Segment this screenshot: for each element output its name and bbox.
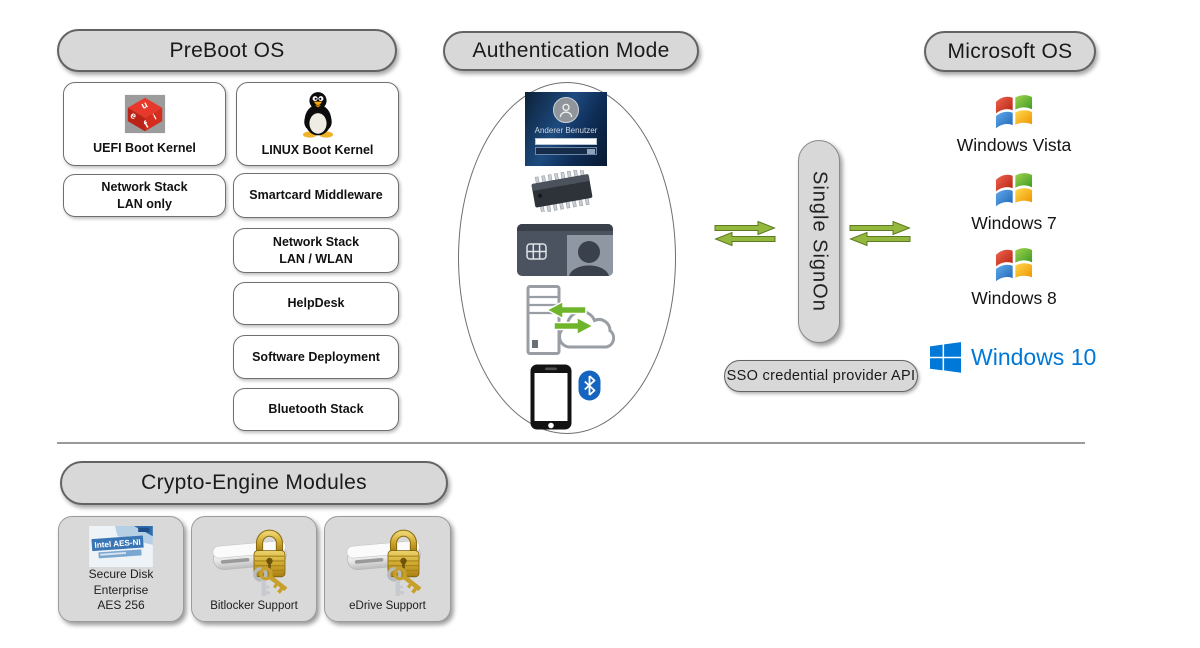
crypto-engine-title: Crypto-Engine Modules [141, 471, 367, 494]
svg-text:f: f [141, 118, 150, 130]
intel-aes-ni-text: Intel AES-NI [94, 538, 141, 550]
authentication-mode-header: Authentication Mode [443, 31, 699, 71]
authentication-methods-ellipse: Anderer Benutzer [458, 82, 676, 434]
edrive-support-box: eDrive Support [324, 516, 451, 622]
login-username-field [535, 138, 597, 145]
uefi-boot-kernel-label: UEFI Boot Kernel [93, 140, 196, 155]
network-stack-lan-only-box: Network Stack LAN only [63, 174, 226, 217]
login-password-field [535, 147, 597, 155]
sso-credential-api-pill: SSO credential provider API [724, 360, 918, 392]
windows-login-screen-image: Anderer Benutzer [525, 92, 607, 166]
windows-flag-icon [995, 248, 1033, 282]
windows-flag-icon [995, 95, 1033, 129]
windows-flag-icon [995, 173, 1033, 207]
smartcard-icon [517, 224, 613, 276]
secure-disk-enterprise-label: Secure Disk Enterprise AES 256 [88, 567, 154, 613]
microsoft-os-title: Microsoft OS [947, 39, 1073, 63]
edrive-support-label: eDrive Support [349, 600, 426, 613]
bitlocker-support-box: Bitlocker Support [191, 516, 317, 622]
software-deployment-label: Software Deployment [252, 349, 380, 364]
single-signon-label: Single SignOn [808, 171, 831, 312]
disk-padlock-icon [346, 529, 421, 596]
network-stack-lan-only-label: Network Stack LAN only [101, 179, 188, 211]
crypto-engine-header: Crypto-Engine Modules [60, 461, 448, 505]
network-stack-lan-wlan-label: Network Stack LAN / WLAN [272, 234, 360, 266]
sso-right-arrows-icon [849, 220, 911, 247]
windows-10-flag-icon [930, 342, 961, 373]
preboot-os-title: PreBoot OS [169, 38, 285, 62]
sso-credential-api-label: SSO credential provider API [726, 368, 916, 384]
svg-text:e: e [128, 110, 138, 122]
login-submit-button [587, 149, 595, 154]
smartcard-middleware-label: Smartcard Middleware [249, 188, 383, 203]
svg-text:i: i [151, 111, 158, 121]
bitlocker-support-label: Bitlocker Support [210, 600, 298, 613]
intel-aes-ni-image: Intel AES-NI [89, 526, 153, 568]
single-signon-pill: Single SignOn [798, 140, 840, 343]
tux-penguin-icon [302, 91, 333, 138]
windows-vista-label: Windows Vista [956, 135, 1072, 155]
linux-boot-kernel-label: LINUX Boot Kernel [261, 142, 374, 157]
windows-7-block: Windows 7 [932, 168, 1096, 234]
windows-10-label: Windows 10 [971, 344, 1097, 370]
bluetooth-icon [578, 370, 601, 401]
network-stack-lan-wlan-box: Network Stack LAN / WLAN [233, 228, 399, 273]
windows-10-block: Windows 10 [930, 342, 1096, 373]
uefi-logo-icon: u e f i [124, 94, 165, 133]
software-deployment-box: Software Deployment [233, 335, 399, 379]
linux-boot-kernel-box: LINUX Boot Kernel [236, 82, 399, 166]
tpm-chip-icon [531, 170, 593, 212]
network-cloud-sync-icon [526, 285, 616, 355]
preboot-os-header: PreBoot OS [57, 29, 397, 72]
windows-7-label: Windows 7 [971, 213, 1057, 233]
helpdesk-label: HelpDesk [287, 296, 345, 311]
smartcard-middleware-box: Smartcard Middleware [233, 173, 399, 218]
uefi-boot-kernel-box: u e f i UEFI Boot Kernel [63, 82, 226, 166]
sso-left-arrows-icon [714, 220, 776, 247]
bluetooth-stack-label: Bluetooth Stack [268, 402, 364, 417]
bluetooth-stack-box: Bluetooth Stack [233, 388, 399, 431]
disk-padlock-icon [212, 529, 288, 596]
secure-disk-enterprise-box: Intel AES-NI Secure Disk Enterprise AES … [58, 516, 184, 622]
authentication-mode-title: Authentication Mode [472, 39, 670, 62]
windows-8-label: Windows 8 [971, 288, 1057, 308]
windows-vista-block: Windows Vista [932, 90, 1096, 156]
windows-8-block: Windows 8 [932, 243, 1096, 309]
svg-text:u: u [139, 99, 149, 112]
smartphone-icon [530, 364, 572, 430]
login-user-label: Anderer Benutzer [534, 126, 598, 135]
microsoft-os-header: Microsoft OS [924, 31, 1096, 72]
user-avatar-icon [553, 97, 579, 123]
section-divider [57, 442, 1085, 444]
helpdesk-box: HelpDesk [233, 282, 399, 325]
